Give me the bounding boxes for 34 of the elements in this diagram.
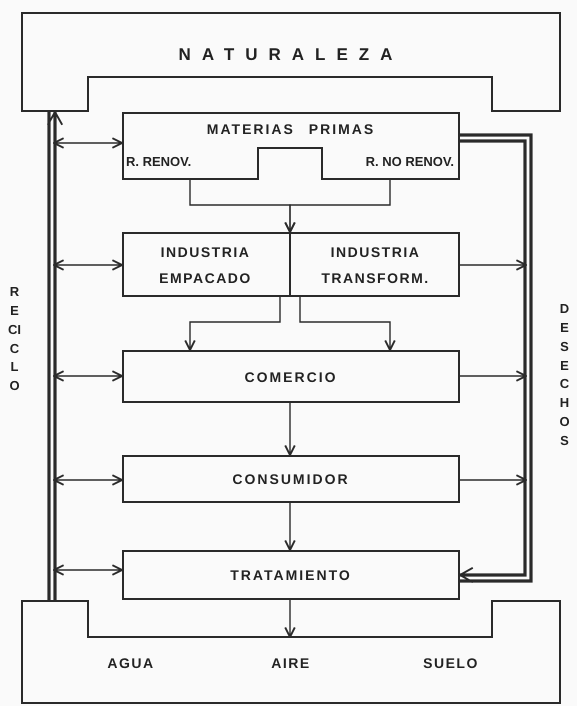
box-label: INDUSTRIA EMPACADO bbox=[158, 242, 253, 288]
arrow bbox=[53, 474, 123, 486]
block-label: AGUA bbox=[106, 654, 156, 673]
box-label: INDUSTRIA TRANSFORM. bbox=[320, 242, 431, 288]
box-label: CONSUMIDOR bbox=[232, 470, 350, 489]
arrow bbox=[284, 503, 296, 551]
arrow bbox=[458, 133, 533, 584]
arrow bbox=[284, 600, 296, 638]
side-label: DESECHOS bbox=[558, 300, 571, 450]
arrow bbox=[53, 370, 123, 382]
arrow bbox=[299, 297, 396, 351]
arrow bbox=[53, 564, 123, 576]
arrow bbox=[460, 474, 527, 486]
empty-box bbox=[122, 232, 460, 297]
arrow bbox=[53, 259, 123, 271]
arrow bbox=[284, 403, 296, 456]
arrow bbox=[460, 370, 527, 382]
box-label: COMERCIO bbox=[244, 368, 338, 386]
box-label: TRATAMIENTO bbox=[230, 566, 352, 585]
arrow bbox=[53, 137, 123, 149]
arrow bbox=[46, 110, 64, 602]
block-label: AIRE bbox=[270, 654, 312, 673]
arrow bbox=[184, 297, 281, 351]
arrow bbox=[460, 259, 527, 271]
process-box bbox=[122, 455, 460, 503]
block-label: SUELO bbox=[422, 654, 480, 673]
block-label: MATERIAS PRIMAS bbox=[206, 120, 376, 139]
side-label: RECICLO bbox=[8, 283, 21, 396]
process-box bbox=[122, 350, 460, 403]
box-label: R. RENOV. bbox=[126, 153, 192, 171]
process-box bbox=[122, 550, 460, 600]
arrow bbox=[284, 178, 391, 233]
box-label: R. NO RENOV. bbox=[366, 153, 454, 171]
block-label: NATURALEZA bbox=[178, 44, 404, 66]
